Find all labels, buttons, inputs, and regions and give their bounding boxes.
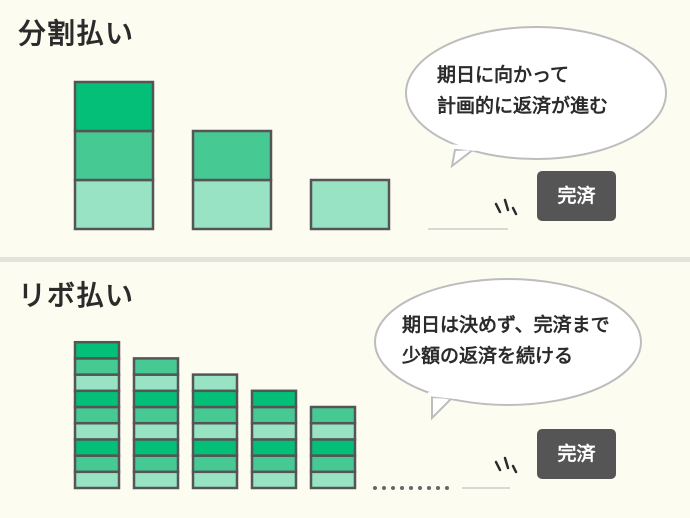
installment-block bbox=[309, 178, 391, 231]
revolving-bubble-text: 期日は決めず、完済まで 少額の返済を続ける bbox=[402, 310, 610, 372]
revolving-block bbox=[73, 405, 121, 425]
revolving-block bbox=[309, 454, 357, 474]
installment-bubble-line-2: 計画的に返済が進む bbox=[437, 95, 609, 117]
revolving-block bbox=[250, 470, 298, 490]
revolving-block bbox=[191, 438, 239, 457]
revolving-block bbox=[132, 405, 180, 425]
installment-bubble-line-1: 期日に向かって bbox=[437, 64, 570, 86]
revolving-block bbox=[250, 405, 298, 425]
revolving-block bbox=[191, 405, 239, 425]
revolving-block bbox=[73, 357, 121, 376]
revolving-speech-bubble bbox=[374, 278, 642, 421]
revolving-block bbox=[250, 454, 298, 474]
revolving-block bbox=[132, 389, 180, 409]
revolving-block bbox=[132, 421, 180, 441]
revolving-block bbox=[191, 373, 239, 393]
installment-block bbox=[191, 178, 273, 231]
revolving-sparkle-icon bbox=[494, 456, 518, 474]
installment-section: 分割払い 期日に向かって 計画的に返済が進む 完済 bbox=[0, 0, 690, 257]
revolving-continuation-dots bbox=[373, 486, 449, 490]
revolving-block bbox=[191, 454, 239, 474]
revolving-block bbox=[73, 340, 121, 360]
revolving-block bbox=[250, 438, 298, 457]
revolving-block bbox=[191, 389, 239, 409]
installment-sparkle-icon bbox=[494, 198, 518, 216]
revolving-block bbox=[73, 389, 121, 409]
revolving-block bbox=[309, 421, 357, 441]
revolving-block bbox=[73, 373, 121, 393]
revolving-title: リボ払い bbox=[18, 279, 135, 312]
revolving-block bbox=[250, 421, 298, 441]
revolving-diagram bbox=[73, 278, 642, 490]
installment-block bbox=[73, 178, 155, 231]
revolving-block bbox=[132, 357, 180, 376]
installment-paid-badge: 完済 bbox=[537, 171, 616, 221]
installment-title: 分割払い bbox=[18, 17, 135, 50]
revolving-block bbox=[132, 470, 180, 490]
revolving-block bbox=[132, 454, 180, 474]
revolving-block bbox=[309, 405, 357, 425]
revolving-block bbox=[309, 470, 357, 490]
revolving-block bbox=[73, 421, 121, 441]
revolving-block bbox=[250, 389, 298, 409]
revolving-block bbox=[132, 438, 180, 457]
installment-block bbox=[73, 129, 155, 182]
installment-diagram bbox=[73, 26, 667, 231]
installment-speech-bubble bbox=[405, 26, 667, 169]
installment-block bbox=[73, 80, 155, 133]
revolving-block bbox=[132, 373, 180, 393]
revolving-block bbox=[73, 438, 121, 457]
revolving-block bbox=[73, 454, 121, 474]
installment-bubble-text: 期日に向かって 計画的に返済が進む bbox=[437, 60, 608, 122]
revolving-section: リボ払い 期日は決めず、完済まで 少額の返済を続ける 完済 bbox=[0, 262, 690, 518]
revolving-block bbox=[73, 470, 121, 490]
revolving-bubble-line-2: 少額の返済を続ける bbox=[402, 345, 574, 367]
revolving-paid-badge: 完済 bbox=[537, 429, 616, 479]
revolving-block bbox=[309, 438, 357, 457]
revolving-bubble-line-1: 期日は決めず、完済まで bbox=[402, 314, 610, 336]
revolving-block bbox=[191, 421, 239, 441]
section-divider bbox=[0, 257, 690, 262]
installment-block bbox=[191, 129, 273, 182]
revolving-block bbox=[191, 470, 239, 490]
